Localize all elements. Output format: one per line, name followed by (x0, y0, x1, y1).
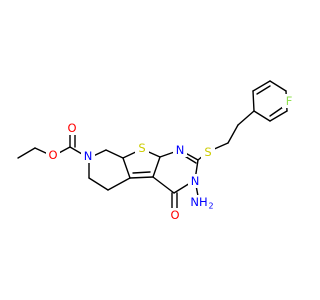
atom-label: NH (190, 195, 207, 209)
atom-label: O (67, 121, 76, 135)
bonds (17, 80, 288, 212)
atom-label: O (48, 148, 57, 162)
bond (252, 80, 271, 92)
bond (253, 110, 271, 122)
bond (107, 177, 131, 191)
atom-oxygen-keto: O (168, 208, 182, 222)
atom-label: N (191, 174, 200, 188)
atom-oxygen-ester: O (46, 148, 60, 162)
atom-fluorine: F (282, 94, 296, 108)
atom-label: N (176, 143, 185, 157)
atom-sulfur-thioether: S (201, 145, 215, 159)
atom-nitrogen-amine: N (188, 174, 202, 188)
atom-label: S (204, 145, 211, 159)
bond (269, 110, 288, 122)
bond (269, 80, 287, 92)
molecule-diagram: S N S F N NH 2 O N (17, 80, 296, 222)
structure-svg: S N S F N NH 2 O N (17, 80, 296, 222)
bond (34, 147, 49, 155)
bond (227, 124, 239, 144)
atom-label-subscript: 2 (208, 202, 213, 211)
atom-amine-nh2: NH 2 (189, 195, 215, 211)
atom-label: F (286, 94, 293, 108)
bond (88, 177, 109, 191)
atom-oxygen-carbonyl: O (65, 121, 79, 135)
bond (152, 156, 161, 178)
bond (122, 157, 131, 179)
atom-nitrogen-piperidine: N (81, 149, 95, 163)
bond (256, 85, 271, 95)
bond (237, 110, 255, 126)
atom-label: S (138, 141, 145, 155)
bond (17, 147, 36, 159)
bond (129, 176, 154, 179)
atom-sulfur-ring: S (135, 141, 149, 155)
bond (132, 171, 151, 174)
atom-label: O (170, 208, 179, 222)
bond (269, 106, 284, 117)
atom-label: N (84, 149, 93, 163)
bond (69, 146, 83, 155)
bond (152, 176, 175, 194)
atom-nitrogen-ring: N (173, 143, 187, 157)
bond (252, 90, 255, 112)
bond (105, 149, 124, 159)
atom-labels: S N S F N NH 2 O N (46, 94, 296, 222)
